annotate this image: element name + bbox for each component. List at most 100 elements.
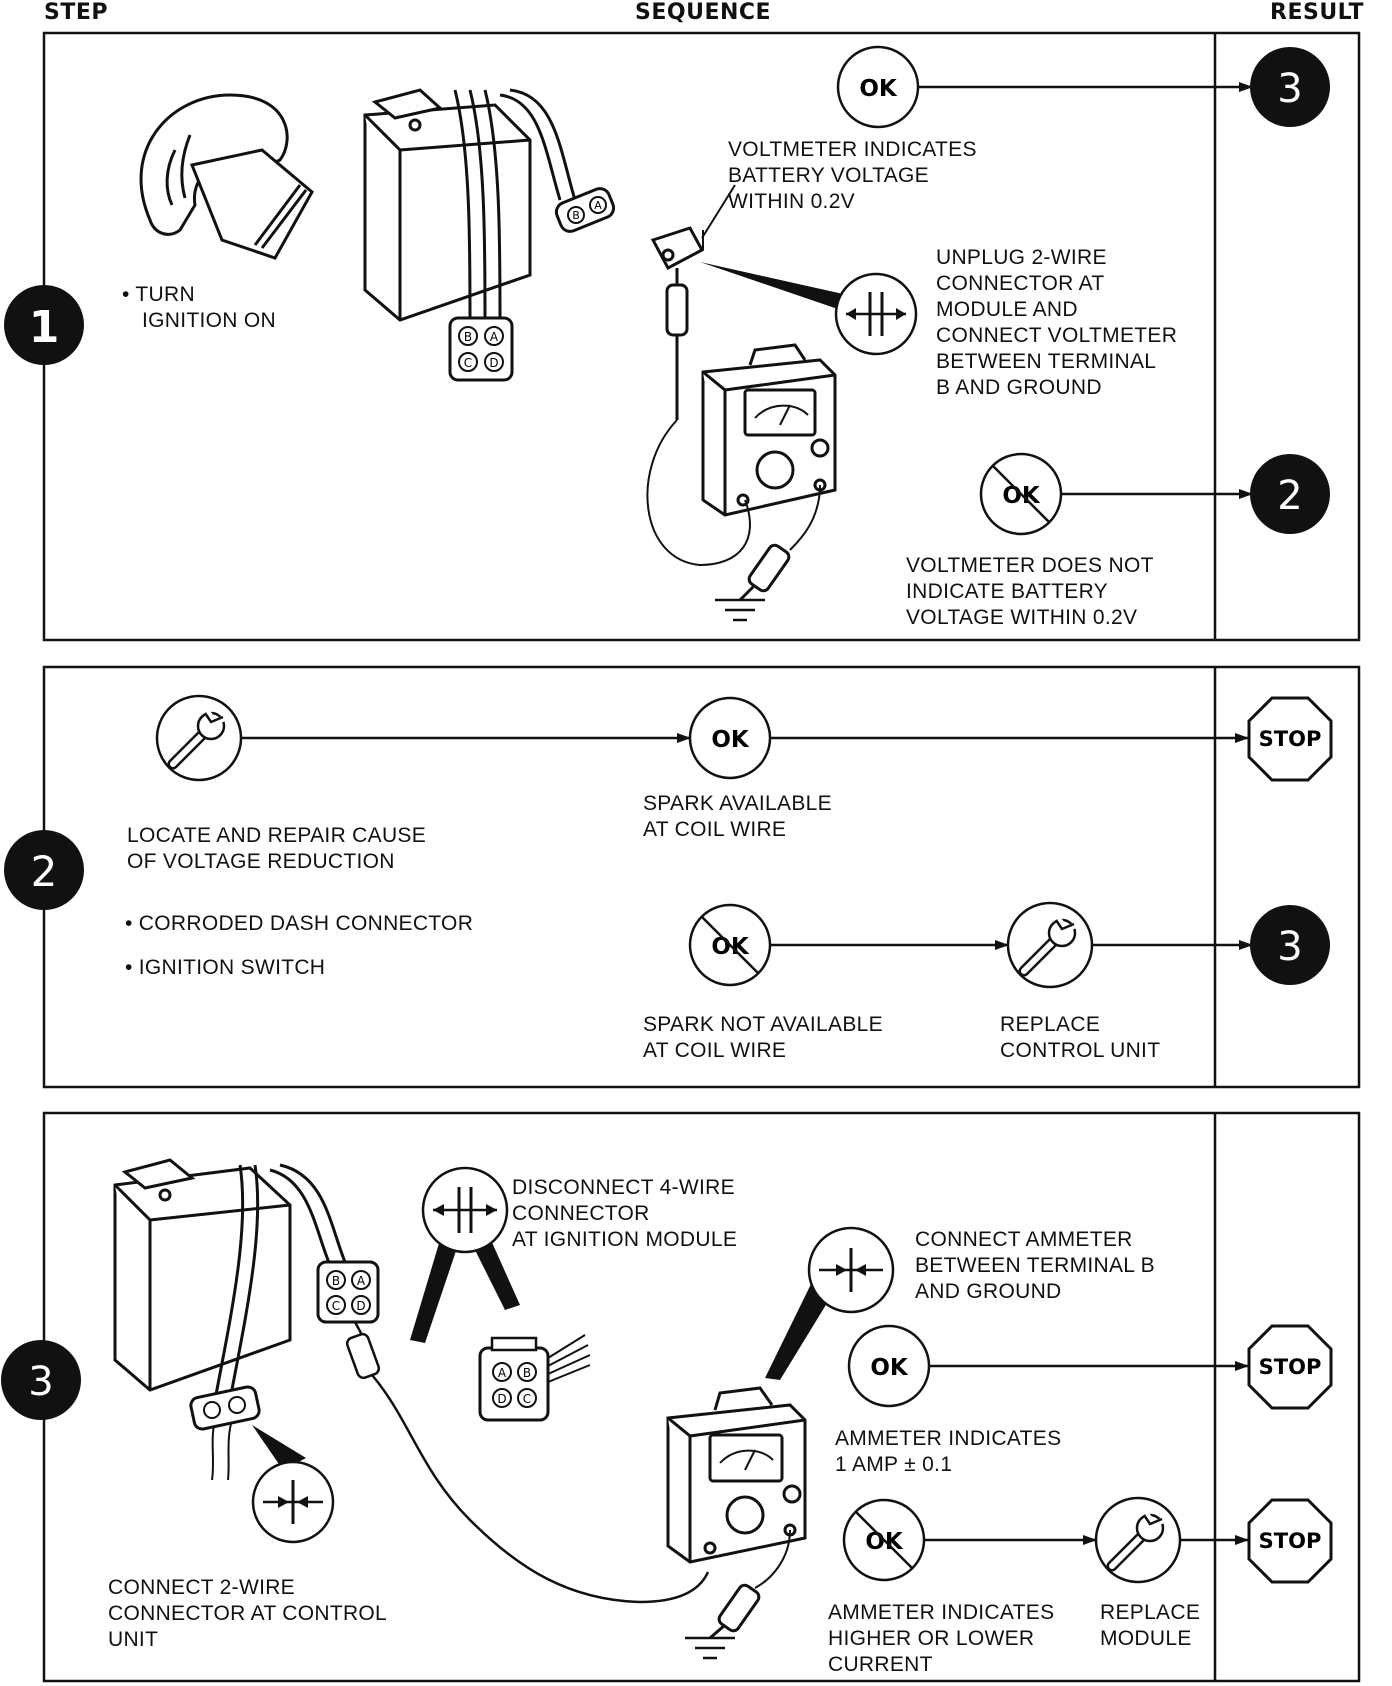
result-go-to-step-2-badge: 2 <box>1250 454 1330 534</box>
svg-text:2: 2 <box>1277 473 1302 519</box>
svg-text:D: D <box>356 1299 365 1313</box>
connect-symbol-step-3 <box>251 1460 335 1544</box>
two-wire-connector: B A <box>554 187 616 233</box>
not-ok-symbol-step-3: OK <box>842 1498 926 1582</box>
instruction-line: LOCATE AND REPAIR CAUSE <box>127 824 427 847</box>
result-line: REPLACE <box>1000 1013 1101 1036</box>
bullet-item: • CORRODED DASH CONNECTOR <box>125 912 474 935</box>
svg-text:STOP: STOP <box>1259 1529 1322 1553</box>
svg-text:3: 3 <box>28 1359 53 1405</box>
result-line: MODULE <box>1100 1627 1192 1650</box>
instruction-line: CONNECT VOLTMETER <box>936 324 1178 347</box>
result-line: SPARK AVAILABLE <box>643 792 832 815</box>
svg-text:STOP: STOP <box>1259 727 1322 751</box>
svg-text:B: B <box>332 1274 340 1288</box>
replace-control-unit-text: REPLACE CONTROL UNIT <box>1000 1012 1160 1064</box>
voltmeter-instruction-text: UNPLUG 2-WIRE CONNECTOR AT MODULE AND CO… <box>936 245 1177 401</box>
result-line: AMMETER INDICATES <box>835 1427 1062 1450</box>
result-line: AT COIL WIRE <box>643 1039 787 1062</box>
two-wire-connector-step-3 <box>189 1385 261 1431</box>
result-line: BATTERY VOLTAGE <box>728 164 929 187</box>
instruction-line: BETWEEN TERMINAL B <box>915 1254 1155 1277</box>
spark-available-text: SPARK AVAILABLE AT COIL WIRE <box>643 791 832 843</box>
svg-text:C: C <box>523 1392 531 1406</box>
ammeter-illustration <box>666 1386 807 1660</box>
stop-sign: STOP <box>1247 696 1333 782</box>
ammeter-ok-result-text: AMMETER INDICATES 1 AMP ± 0.1 <box>835 1426 1061 1478</box>
disconnect-connector-text: DISCONNECT 4-WIRE CONNECTOR AT IGNITION … <box>512 1175 737 1253</box>
svg-text:1: 1 <box>29 302 60 353</box>
instruction-line: OF VOLTAGE REDUCTION <box>127 850 395 873</box>
instruction-line: IGNITION ON <box>142 309 276 332</box>
repair-bullet-list: • CORRODED DASH CONNECTOR • IGNITION SWI… <box>125 902 473 990</box>
result-line: VOLTAGE WITHIN 0.2V <box>906 606 1138 629</box>
result-line: SPARK NOT AVAILABLE <box>643 1013 883 1036</box>
result-line: VOLTMETER INDICATES <box>728 138 977 161</box>
svg-text:A: A <box>490 330 499 344</box>
stop-sign: STOP <box>1247 1498 1333 1584</box>
voltmeter-probe-plug <box>650 184 736 420</box>
ammeter-not-ok-result-text: AMMETER INDICATES HIGHER OR LOWER CURREN… <box>828 1600 1054 1678</box>
instruction-line: AT IGNITION MODULE <box>512 1228 738 1251</box>
not-ok-symbol-step-2: OK <box>688 903 772 987</box>
result-line: REPLACE <box>1100 1601 1201 1624</box>
spark-not-available-text: SPARK NOT AVAILABLE AT COIL WIRE <box>643 1012 883 1064</box>
connect-two-wire-text: CONNECT 2-WIRE CONNECTOR AT CONTROL UNIT <box>108 1575 387 1653</box>
replace-module-text: REPLACE MODULE <box>1100 1600 1200 1652</box>
instruction-line: UNPLUG 2-WIRE <box>936 246 1107 269</box>
instruction-line: CONNECT 2-WIRE <box>108 1576 295 1599</box>
result-line: WITHIN 0.2V <box>728 190 855 213</box>
sequence-column-header: SEQUENCE <box>635 0 772 25</box>
instruction-line: DISCONNECT 4-WIRE <box>512 1176 735 1199</box>
svg-text:B: B <box>464 330 472 344</box>
repair-wrench-symbol <box>155 694 243 782</box>
svg-text:C: C <box>332 1299 340 1313</box>
connect-ammeter-text: CONNECT AMMETER BETWEEN TERMINAL B AND G… <box>915 1227 1155 1305</box>
four-wire-connector: B A C D <box>448 316 514 382</box>
result-go-to-step-3-badge: 3 <box>1250 905 1330 985</box>
svg-text:C: C <box>464 356 472 370</box>
control-unit-illustration <box>363 88 577 322</box>
svg-text:OK: OK <box>711 727 750 753</box>
svg-text:STOP: STOP <box>1259 1355 1322 1379</box>
replace-module-wrench-symbol <box>1094 1496 1182 1584</box>
ignition-key-illustration <box>139 93 314 260</box>
svg-text:3: 3 <box>1277 66 1302 112</box>
repair-cause-text: LOCATE AND REPAIR CAUSE OF VOLTAGE REDUC… <box>127 823 426 875</box>
connect-ammeter-symbol <box>807 1226 895 1314</box>
step-1-instruction: • TURN IGNITION ON <box>122 282 276 334</box>
voltmeter-not-ok-result-text: VOLTMETER DOES NOT INDICATE BATTERY VOLT… <box>906 553 1154 631</box>
loose-four-wire-connector: A B D C <box>478 1334 591 1422</box>
result-line: VOLTMETER DOES NOT <box>906 554 1154 577</box>
ok-symbol-step-3: OK <box>847 1324 931 1408</box>
voltmeter-illustration <box>646 343 837 622</box>
result-line: AT COIL WIRE <box>643 818 787 841</box>
result-line: HIGHER OR LOWER <box>828 1627 1035 1650</box>
result-line: AMMETER INDICATES <box>828 1601 1055 1624</box>
instruction-line: CONNECTOR AT CONTROL <box>108 1602 388 1625</box>
result-column-header: RESULT <box>1270 0 1365 25</box>
instruction-line: B AND GROUND <box>936 376 1102 399</box>
svg-text:D: D <box>489 356 498 370</box>
svg-text:3: 3 <box>1277 924 1302 970</box>
instruction-line: MODULE AND <box>936 298 1078 321</box>
instruction-line: CONNECTOR AT <box>936 272 1105 295</box>
disconnect-connector-symbol <box>421 1166 509 1254</box>
instruction-line: • TURN <box>122 283 195 306</box>
unplug-connector-symbol <box>834 272 918 356</box>
svg-text:B: B <box>572 209 580 222</box>
result-go-to-step-3-badge: 3 <box>1250 47 1330 127</box>
instruction-line: CONNECTOR <box>512 1202 650 1225</box>
instruction-line: CONNECT AMMETER <box>915 1228 1133 1251</box>
instruction-line: BETWEEN TERMINAL <box>936 350 1157 373</box>
four-wire-connector-step-3: B A C D <box>316 1260 380 1324</box>
step-column-header: STEP <box>44 0 109 25</box>
ok-symbol: OK <box>836 45 920 129</box>
svg-text:A: A <box>357 1274 366 1288</box>
instruction-line: UNIT <box>108 1628 159 1651</box>
result-line: CURRENT <box>828 1653 933 1676</box>
voltmeter-ok-result-text: VOLTMETER INDICATES BATTERY VOLTAGE WITH… <box>728 137 977 215</box>
svg-text:OK: OK <box>870 1355 909 1381</box>
not-ok-symbol: OK <box>979 452 1063 536</box>
